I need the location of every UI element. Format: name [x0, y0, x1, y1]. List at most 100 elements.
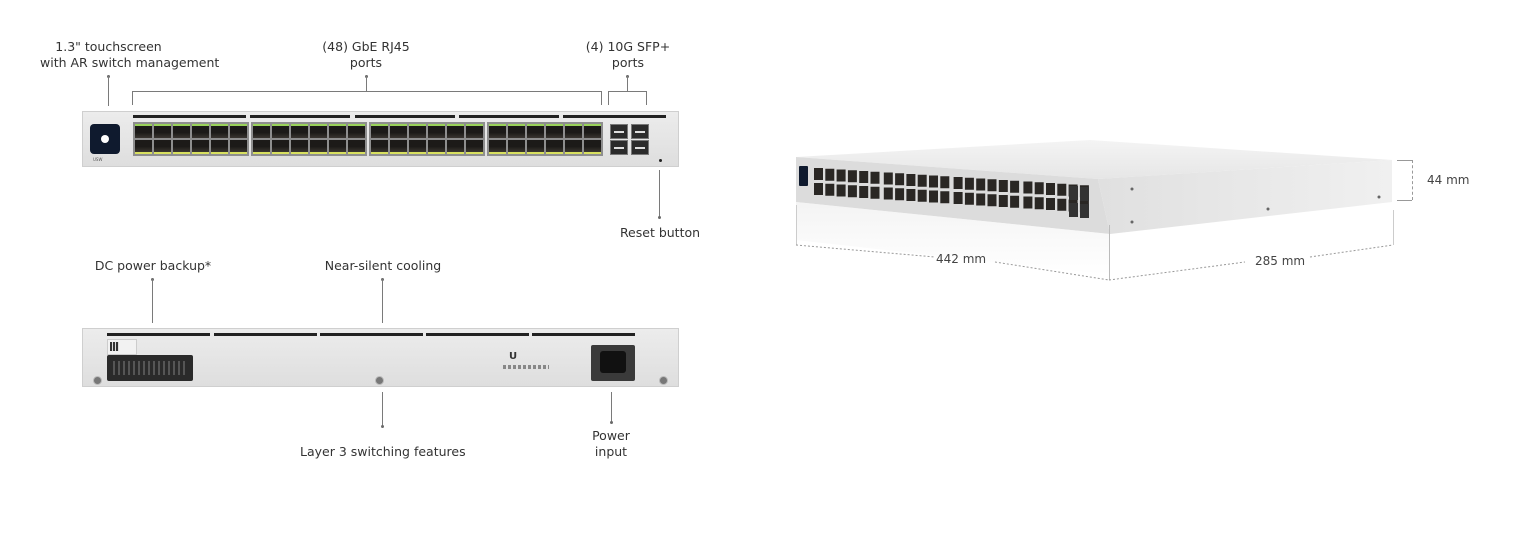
rj45-port[interactable] — [135, 124, 152, 138]
rj45-port[interactable] — [253, 124, 270, 138]
rj45-port[interactable] — [173, 124, 190, 138]
rj45-port[interactable] — [489, 124, 506, 138]
qr-code-icon — [110, 342, 119, 351]
rj45-port[interactable] — [192, 140, 209, 154]
rj45-port[interactable] — [348, 140, 365, 154]
height-dim-line — [1412, 160, 1413, 200]
rj45-port[interactable] — [310, 140, 327, 154]
rj45-port[interactable] — [584, 140, 601, 154]
iso-rj45-port — [883, 172, 893, 185]
layer3-callout-line — [382, 392, 383, 426]
iso-rj45-port — [895, 173, 905, 186]
screw-icon — [1130, 187, 1134, 191]
iso-rj45-port — [953, 192, 963, 204]
rj45-port[interactable] — [348, 124, 365, 138]
iso-rj45-port — [1010, 195, 1020, 208]
iso-rj45-port — [1023, 196, 1033, 209]
rj45-port[interactable] — [466, 140, 483, 154]
rj45-port[interactable] — [447, 140, 464, 154]
rj45-port[interactable] — [371, 140, 388, 154]
model-label: USW — [93, 157, 103, 162]
connector-pins — [113, 361, 187, 375]
rj45-port[interactable] — [447, 124, 464, 138]
rj45-port[interactable] — [154, 124, 171, 138]
rj45-port[interactable] — [291, 140, 308, 154]
iso-rj45-port — [825, 183, 835, 196]
rear-vent — [426, 333, 529, 336]
rj45-port[interactable] — [489, 140, 506, 154]
rj45-port[interactable] — [409, 140, 426, 154]
iso-rj45-port — [976, 193, 986, 206]
sfp-bracket-left — [608, 91, 609, 105]
rj45-port[interactable] — [409, 124, 426, 138]
rj45-port[interactable] — [291, 124, 308, 138]
depth-dimension: 285 mm — [1255, 254, 1306, 268]
rj45-port[interactable] — [390, 140, 407, 154]
rj45-port[interactable] — [390, 124, 407, 138]
rj45-port[interactable] — [584, 124, 601, 138]
iso-rj45-port — [836, 184, 846, 197]
rj45-port-block — [487, 122, 603, 156]
rj45-port[interactable] — [135, 140, 152, 154]
switch-isometric-render — [796, 140, 1392, 275]
rj45-port[interactable] — [546, 140, 563, 154]
sfp-bracket-right — [646, 91, 647, 105]
dc-power-connector[interactable] — [107, 355, 193, 381]
rj45-port[interactable] — [428, 140, 445, 154]
iso-rj45-port — [998, 180, 1008, 192]
rj45-port[interactable] — [310, 124, 327, 138]
rj45-port[interactable] — [546, 124, 563, 138]
sfp-callout-line — [627, 76, 628, 91]
chassis-top — [796, 140, 1392, 179]
rj45-port[interactable] — [329, 124, 346, 138]
rj45-port[interactable] — [211, 140, 228, 154]
rj45-port[interactable] — [428, 124, 445, 138]
rj45-port[interactable] — [329, 140, 346, 154]
iso-sfp-port — [1080, 187, 1089, 201]
sfp-port[interactable] — [631, 140, 649, 155]
rj45-port[interactable] — [173, 140, 190, 154]
rj45-port[interactable] — [272, 124, 289, 138]
sfp-callout-label: (4) 10G SFP+ ports — [580, 39, 676, 71]
rj45-port[interactable] — [527, 124, 544, 138]
reset-button[interactable] — [659, 159, 662, 162]
power-input-callout-line — [611, 392, 612, 422]
rj45-port[interactable] — [211, 124, 228, 138]
rj45-port[interactable] — [230, 140, 247, 154]
rj45-port[interactable] — [527, 140, 544, 154]
chassis-side — [1098, 160, 1392, 234]
width-dim-tick-left — [796, 205, 797, 245]
rj45-port[interactable] — [508, 140, 525, 154]
sfp-port[interactable] — [610, 124, 628, 139]
touchscreen-callout-line — [108, 76, 109, 106]
iso-port-grid — [814, 168, 1089, 218]
iso-rj45-port — [976, 178, 986, 191]
rj45-port[interactable] — [371, 124, 388, 138]
rj45-port-block — [369, 122, 485, 156]
rj45-port[interactable] — [466, 124, 483, 138]
qr-label — [107, 339, 137, 355]
sfp-port[interactable] — [610, 140, 628, 155]
rj45-port[interactable] — [565, 140, 582, 154]
rj45-port[interactable] — [230, 124, 247, 138]
rj45-port[interactable] — [565, 124, 582, 138]
sfp-port[interactable] — [631, 124, 649, 139]
iso-rj45-port — [1023, 181, 1033, 194]
certification-marks — [503, 365, 549, 369]
height-dim-tick-top — [1397, 160, 1412, 161]
rj45-port-block — [133, 122, 249, 156]
rj45-port[interactable] — [253, 140, 270, 154]
rj45-port[interactable] — [508, 124, 525, 138]
sfp-bracket — [608, 91, 647, 92]
iso-rj45-port — [1034, 197, 1044, 210]
screw-icon — [93, 376, 102, 385]
width-dim-line-left — [795, 244, 936, 258]
iso-rj45-port — [859, 171, 869, 183]
ac-power-inlet[interactable] — [591, 345, 635, 381]
front-vent — [606, 115, 666, 118]
iso-rj45-port — [1057, 198, 1067, 211]
rj45-port[interactable] — [192, 124, 209, 138]
rj45-port[interactable] — [272, 140, 289, 154]
rj45-port[interactable] — [154, 140, 171, 154]
iso-rj45-port — [1046, 198, 1055, 210]
